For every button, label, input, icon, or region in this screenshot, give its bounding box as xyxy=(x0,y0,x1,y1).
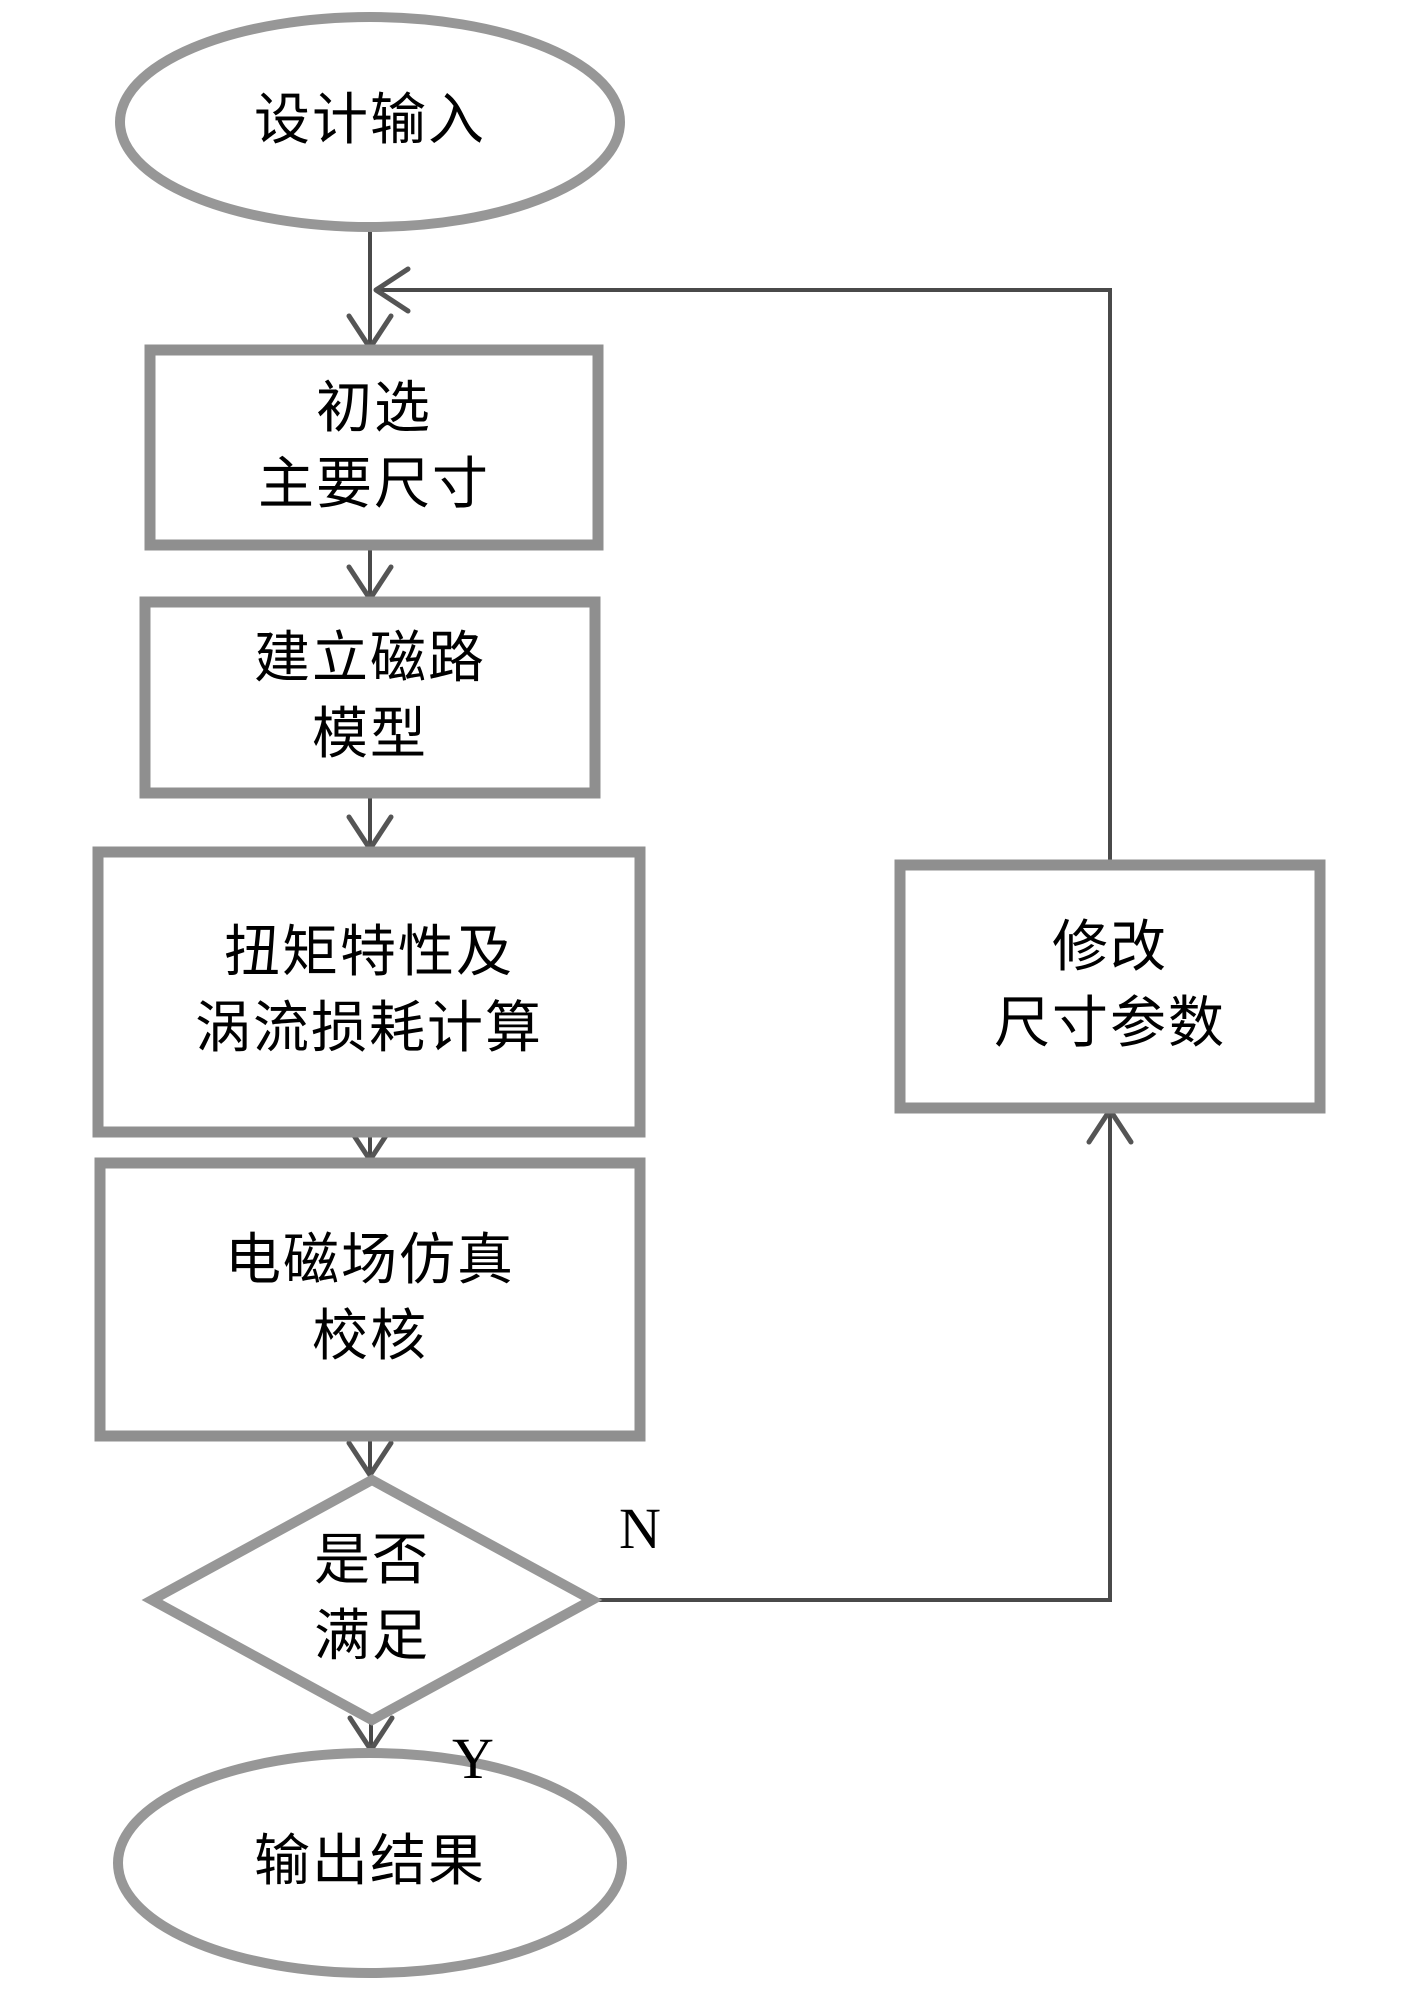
start-label: 设计输入 xyxy=(254,90,486,153)
torque-loss-box xyxy=(92,846,646,1138)
modify-box xyxy=(894,859,1326,1114)
connector-decision-no-to-modify xyxy=(592,1112,1112,1602)
magnetic-model-label: 建立磁路 模型 xyxy=(254,627,486,766)
output-ellipse xyxy=(113,1748,627,1978)
decision-diamond xyxy=(141,1474,603,1726)
modify-label: 修改 尺寸参数 xyxy=(994,916,1226,1055)
decision-label: 是否 满足 xyxy=(314,1530,430,1668)
output-label: 输出结果 xyxy=(254,1831,486,1894)
arrow-left-icon xyxy=(373,266,411,314)
init-size-box xyxy=(144,344,604,551)
em-check-label: 电磁场仿真 校核 xyxy=(225,1229,515,1368)
connector-modify-to-main xyxy=(380,288,1112,865)
em-check-box xyxy=(94,1157,646,1442)
magnetic-model-box xyxy=(139,596,601,799)
edge-label-yes: Y xyxy=(452,1725,494,1791)
edge-label-no: N xyxy=(619,1495,661,1561)
arrow-down-icon xyxy=(346,1440,394,1478)
start-ellipse xyxy=(115,12,625,232)
torque-loss-label: 扭矩特性及 涡流损耗计算 xyxy=(195,922,543,1060)
init-size-label: 初选 主要尺寸 xyxy=(258,377,490,516)
